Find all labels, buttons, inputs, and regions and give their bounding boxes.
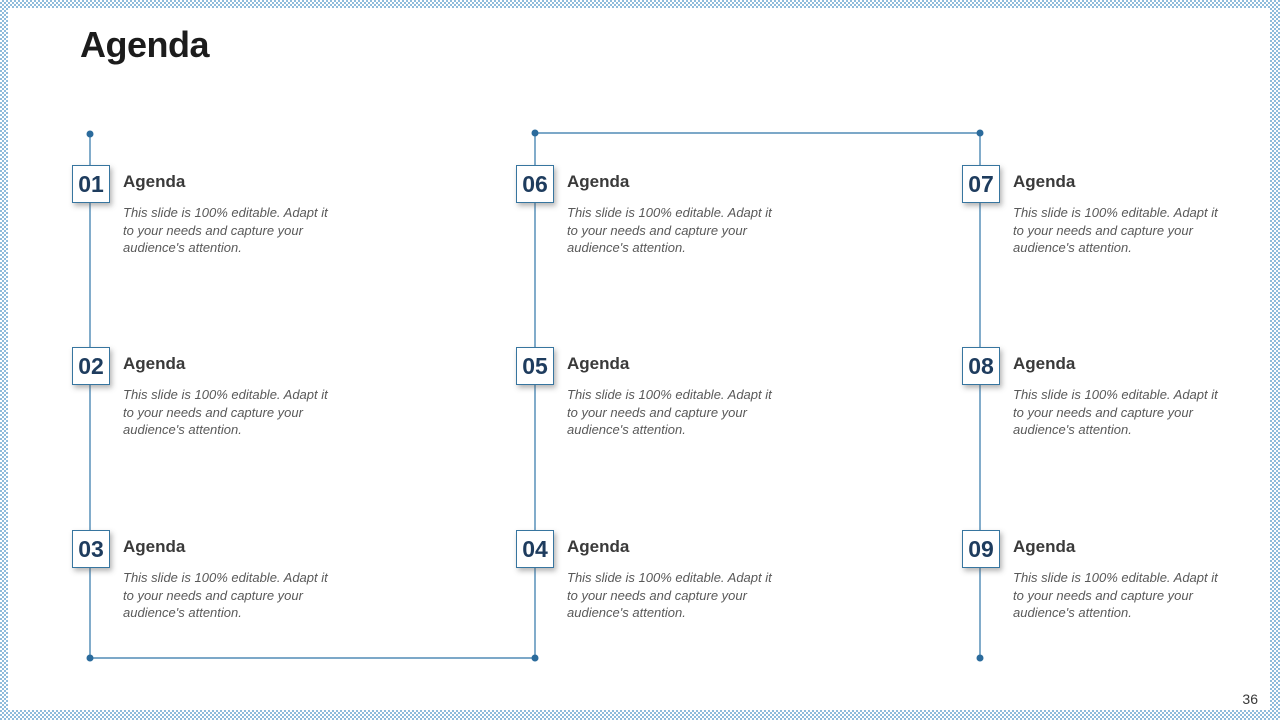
- item-number-badge: 01: [72, 165, 110, 203]
- item-title: Agenda: [1013, 354, 1076, 373]
- item-title: Agenda: [123, 354, 186, 373]
- agenda-item-01: 01 Agenda This slide is 100% editable. A…: [72, 165, 372, 257]
- item-description: This slide is 100% editable. Adapt it to…: [567, 387, 772, 437]
- item-number-badge: 08: [962, 347, 1000, 385]
- item-description: This slide is 100% editable. Adapt it to…: [567, 570, 772, 620]
- item-description: This slide is 100% editable. Adapt it to…: [1013, 387, 1218, 437]
- agenda-item-03: 03 Agenda This slide is 100% editable. A…: [72, 530, 372, 622]
- agenda-item-02: 02 Agenda This slide is 100% editable. A…: [72, 347, 372, 439]
- item-description: This slide is 100% editable. Adapt it to…: [1013, 570, 1218, 620]
- page-number: 36: [1242, 691, 1258, 707]
- item-title: Agenda: [123, 172, 186, 191]
- item-description: This slide is 100% editable. Adapt it to…: [123, 387, 328, 437]
- item-number-badge: 05: [516, 347, 554, 385]
- item-title: Agenda: [567, 172, 630, 191]
- agenda-item-04: 04 Agenda This slide is 100% editable. A…: [516, 530, 816, 622]
- agenda-item-09: 09 Agenda This slide is 100% editable. A…: [962, 530, 1262, 622]
- item-title: Agenda: [1013, 172, 1076, 191]
- agenda-item-07: 07 Agenda This slide is 100% editable. A…: [962, 165, 1262, 257]
- item-description: This slide is 100% editable. Adapt it to…: [1013, 205, 1218, 255]
- slide-content-area: [8, 8, 1270, 710]
- item-number-badge: 04: [516, 530, 554, 568]
- item-number-badge: 03: [72, 530, 110, 568]
- item-number-badge: 07: [962, 165, 1000, 203]
- item-description: This slide is 100% editable. Adapt it to…: [123, 570, 328, 620]
- item-description: This slide is 100% editable. Adapt it to…: [567, 205, 772, 255]
- item-title: Agenda: [567, 354, 630, 373]
- item-title: Agenda: [123, 537, 186, 556]
- agenda-item-05: 05 Agenda This slide is 100% editable. A…: [516, 347, 816, 439]
- item-title: Agenda: [1013, 537, 1076, 556]
- page-title: Agenda: [80, 24, 210, 65]
- agenda-item-08: 08 Agenda This slide is 100% editable. A…: [962, 347, 1262, 439]
- agenda-item-06: 06 Agenda This slide is 100% editable. A…: [516, 165, 816, 257]
- item-number-badge: 02: [72, 347, 110, 385]
- item-description: This slide is 100% editable. Adapt it to…: [123, 205, 328, 255]
- item-number-badge: 09: [962, 530, 1000, 568]
- item-number-badge: 06: [516, 165, 554, 203]
- item-title: Agenda: [567, 537, 630, 556]
